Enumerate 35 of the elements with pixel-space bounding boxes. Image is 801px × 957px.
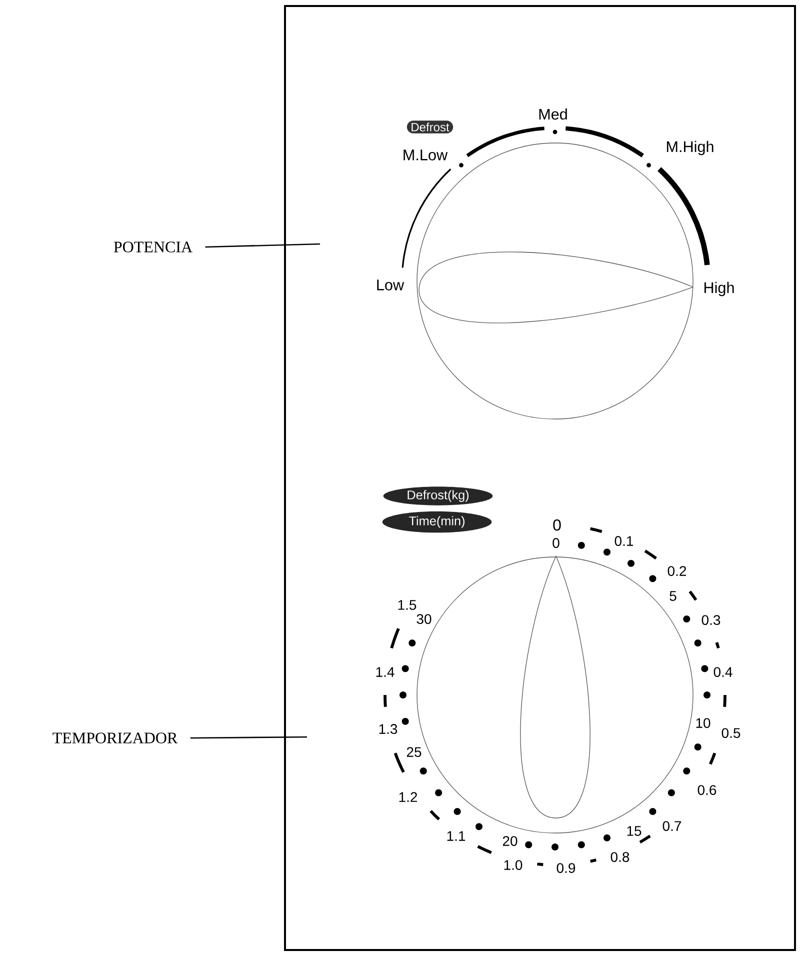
dial-label: 1.0: [504, 860, 522, 870]
dial-label: M.High: [666, 140, 714, 156]
dial-label: 1.1: [447, 831, 466, 841]
dial-label: 10: [696, 718, 710, 728]
dial-label: 0.2: [668, 566, 686, 576]
dial-label: 0.1: [614, 536, 634, 546]
dial-label: 5: [670, 591, 676, 601]
dial-label: High: [704, 282, 734, 296]
dial-label: 30: [416, 614, 432, 624]
dial-label: 1.3: [379, 724, 398, 734]
dial-label: 20: [502, 836, 518, 846]
dial-label: 1.2: [399, 792, 418, 802]
callout-label: TEMPORIZADOR: [52, 732, 178, 744]
dial-label: Low: [377, 280, 404, 290]
dial-label: 1.4: [376, 667, 394, 677]
leader-line: [190, 736, 308, 739]
dial-label: M.Low: [404, 150, 448, 160]
dial-label: 0: [553, 519, 561, 531]
setting-pill: Time(min): [382, 511, 492, 533]
leader-line: [205, 243, 320, 248]
setting-pill: Defrost: [406, 120, 454, 134]
dial-label: 0.6: [698, 785, 716, 795]
callout-label: POTENCIA: [114, 242, 192, 252]
dial-label: Med: [539, 108, 567, 120]
dial-label: 0.3: [702, 615, 720, 625]
setting-pill: Defrost(kg): [383, 486, 493, 506]
dial-label: 0: [552, 538, 560, 548]
dial-label: 0.4: [714, 667, 732, 677]
dial-label: 0.5: [722, 728, 740, 738]
dial-label: 0.8: [610, 852, 630, 862]
dial-label: 25: [406, 747, 422, 757]
dial-label: 0.7: [662, 821, 682, 831]
dial-label: 1.5: [398, 600, 416, 610]
dial-label: 15: [627, 826, 642, 836]
dial-label: 0.9: [556, 863, 576, 873]
